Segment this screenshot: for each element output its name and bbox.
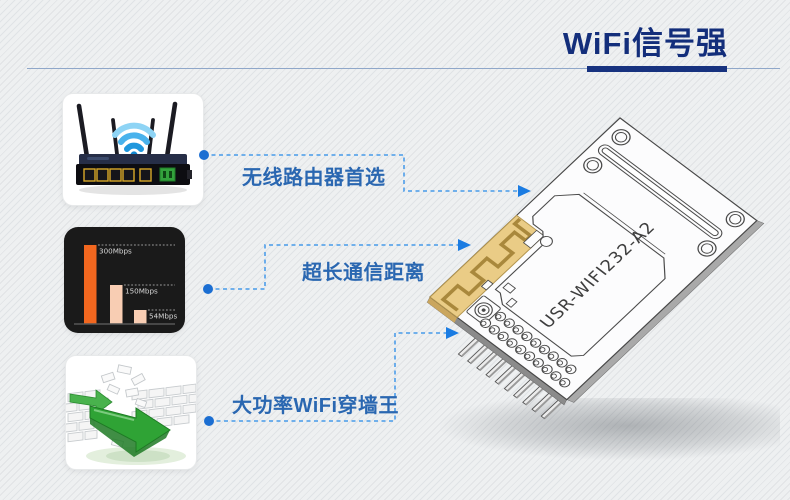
bar-label: 150Mbps: [125, 287, 158, 296]
module-castellated-pads: [479, 311, 577, 388]
wall-break-image-card: [65, 355, 197, 470]
title-underline-thin: [27, 68, 780, 69]
callout-dots: [199, 150, 214, 426]
router-body: [76, 154, 192, 185]
speed-chart-card: 300Mbps 150Mbps 54Mbps: [64, 227, 185, 333]
module-drop-shadow: [440, 398, 780, 460]
ethernet-ports: [83, 168, 152, 182]
router-shadow: [79, 185, 187, 195]
title-underline-bar: [587, 66, 727, 72]
arrow-icon-1: [518, 185, 531, 197]
speed-bar-chart: 300Mbps 150Mbps 54Mbps: [74, 244, 177, 325]
arrow-icon-2: [458, 239, 471, 251]
pcb-antenna: [429, 214, 545, 319]
router-illustration: [76, 101, 192, 195]
router-antennas: [76, 101, 178, 160]
callout-arrowheads: [446, 185, 531, 339]
callout-line-2: [208, 244, 458, 290]
callout-lines: [204, 154, 518, 422]
small-components: [480, 279, 518, 308]
router-leds: [87, 157, 109, 160]
callout-line-3: [209, 332, 446, 422]
callout-label-distance: 超长通信距离: [302, 262, 425, 284]
bar-label: 54Mbps: [149, 312, 177, 321]
callout-label-router: 无线路由器首选: [242, 167, 386, 189]
wifi-module-drawing: USR-WIFI232-A2: [426, 117, 765, 420]
callout-dot-2: [203, 284, 213, 294]
callout-dot-3: [204, 416, 214, 426]
bar-label: 300Mbps: [99, 247, 132, 256]
green-arrow: [69, 389, 171, 457]
module-inner-outline: [494, 192, 666, 357]
terminal-block: [159, 167, 176, 182]
ipx-antenna-connector: [466, 295, 501, 325]
wall-break-illustration: [66, 364, 196, 465]
page-title: WiFi信号强: [562, 26, 728, 61]
callout-line-1: [204, 154, 518, 192]
arrow-icon-3: [446, 327, 459, 339]
mounting-holes: [583, 129, 745, 257]
antenna-edge: [427, 297, 458, 323]
antenna-slot: [597, 144, 723, 240]
callout-dot-1: [199, 150, 209, 160]
callout-label-wall: 大功率WiFi穿墙王: [232, 395, 400, 417]
router-image-card: [62, 93, 204, 206]
